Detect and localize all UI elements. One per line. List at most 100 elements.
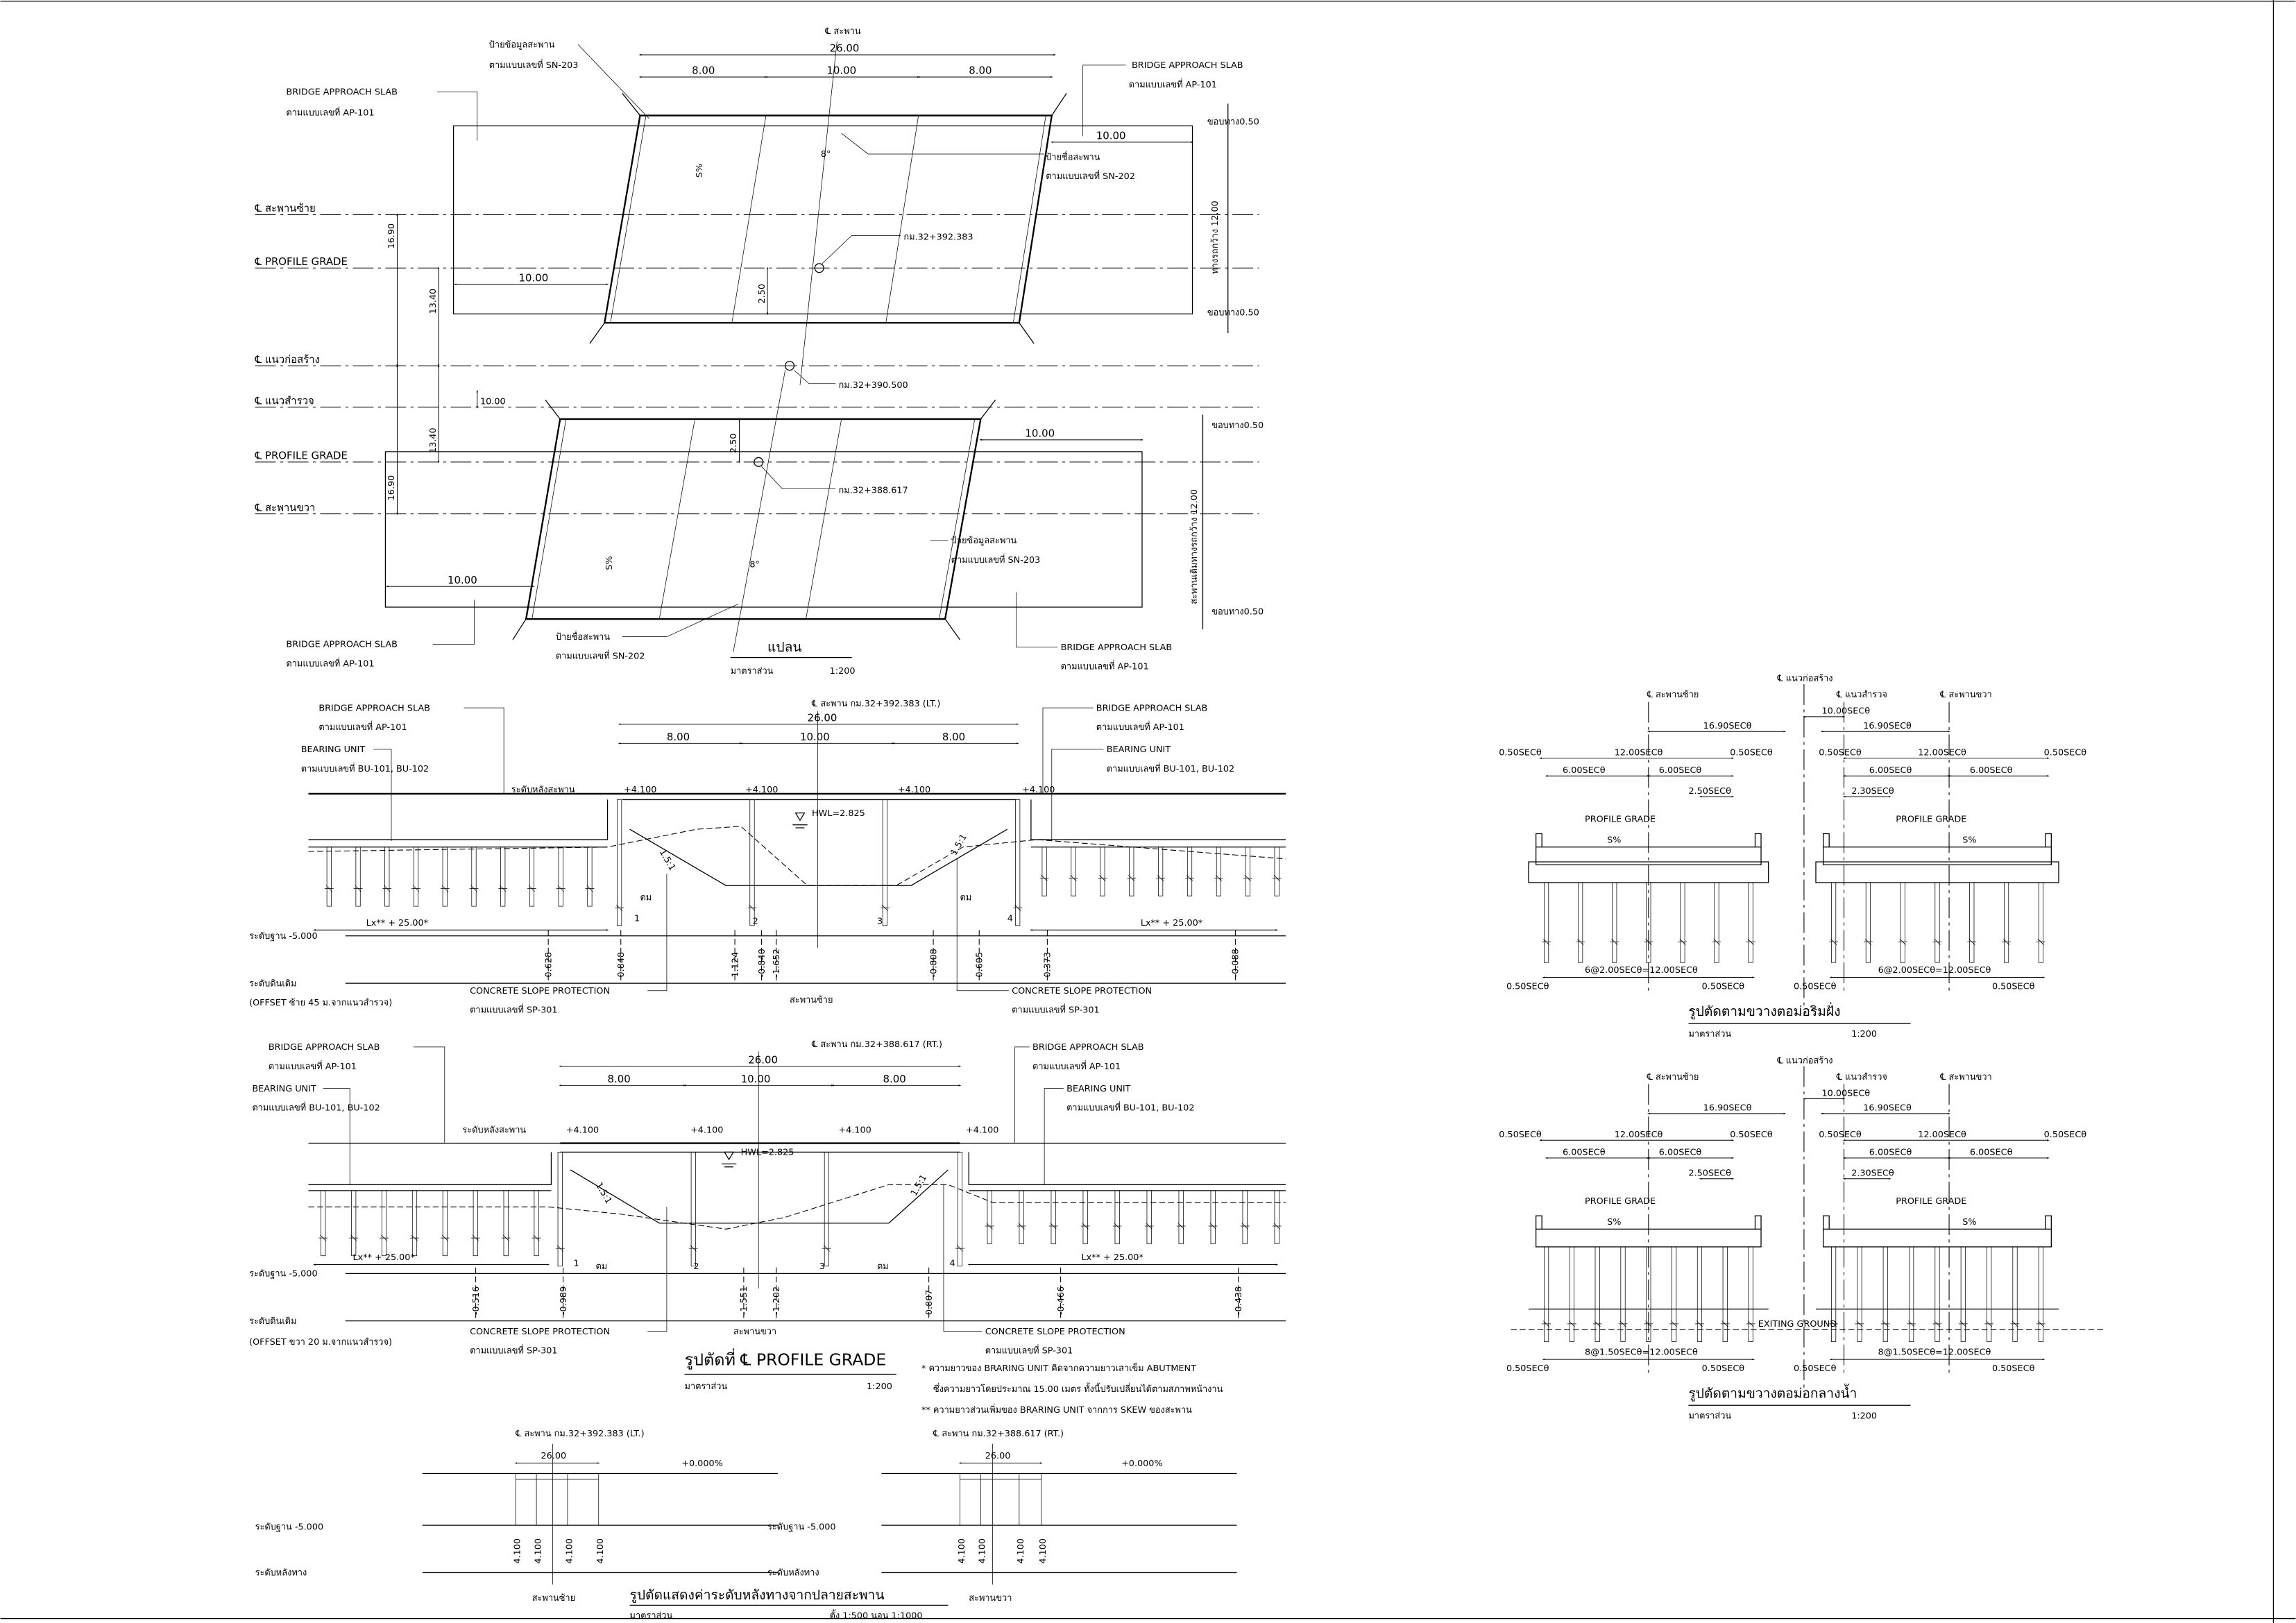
dim-050: 0.50SECθ — [1819, 1130, 1862, 1140]
approach-slab-ref-right: ตามแบบเลขที่ AP-101 — [1032, 1060, 1121, 1072]
dim-169-left: 16.90SECθ — [1703, 1103, 1752, 1114]
pile-splice — [1542, 1320, 1551, 1327]
approach-slab-ref-3: ตามแบบเลขที่ AP-101 — [286, 657, 374, 669]
hwl-label: HWL=2.825 — [812, 808, 865, 819]
existing-ground-label: EXITING GROUND — [1758, 1319, 1837, 1329]
dim-169-right: 16.90SECθ — [1863, 721, 1912, 731]
cl-construction-label: ℄ แนวก่อสร้าง — [1777, 674, 1833, 684]
pile — [882, 799, 887, 926]
slope-label: S% — [1962, 1217, 1976, 1227]
deck-elev-1: +4.100 — [566, 1125, 599, 1136]
left-name: สะพานซ้าย — [532, 1593, 575, 1604]
plan-scale: 1:200 — [830, 666, 856, 677]
ground-elevation-value: -0.808 — [928, 949, 939, 977]
left-dim: 26.00 — [541, 1451, 567, 1461]
support-2: 2 — [693, 1261, 699, 1272]
pile — [1595, 1246, 1600, 1342]
pile-splice — [1880, 1320, 1890, 1327]
dim-050: 0.50SECθ — [1702, 982, 1745, 992]
pile — [557, 1151, 563, 1267]
pile-splice — [1967, 938, 1977, 945]
ground-elevation-value: 0.605 — [974, 952, 985, 978]
support-2: 2 — [753, 917, 758, 927]
approach-slab-ref: ตามแบบเลขที่ AP-101 — [269, 1060, 357, 1072]
dim-span-1: 8.00 — [608, 1073, 631, 1085]
pile-splice — [1185, 875, 1194, 882]
pile — [1748, 1246, 1753, 1342]
pile — [1722, 1246, 1728, 1342]
cross-section-pier: ℄ แนวก่อสร้าง℄ สะพานซ้าย℄ แนวสำรวจ℄ สะพา… — [1499, 1055, 2104, 1421]
pile-splice — [1542, 938, 1551, 945]
pile-splice — [324, 885, 334, 892]
left-val-4: 4.100 — [595, 1538, 606, 1564]
right-val-3: 4.100 — [1016, 1538, 1026, 1564]
datum-label: ระดับฐาน -5.000 — [249, 931, 318, 942]
pile-splice — [1576, 938, 1585, 945]
dim-1690-bottom: 16.90 — [386, 475, 397, 501]
note-1: * ความยาวของ BRARING UNIT คิดจากความยาวเ… — [921, 1362, 1196, 1374]
pile — [1882, 1246, 1888, 1342]
profile-at-ends: ℄ สะพาน กม.32+392.383 (LT.) ℄ สะพาน กม.3… — [255, 1429, 1237, 1622]
dim-span-3: 8.00 — [883, 1073, 905, 1085]
ground-elevation-value: -1.551 — [739, 1286, 749, 1315]
pile-splice — [1669, 1320, 1679, 1327]
pile — [471, 847, 477, 907]
left-road-level: ระดับหลังทาง — [255, 1568, 307, 1579]
elevation-left-bridge: ℄ สะพาน กม.32+392.383 (LT.) 26.00 8.00 1… — [249, 699, 1286, 1016]
cl-construction-label: ℄ แนวก่อสร้าง — [1777, 1055, 1833, 1066]
pile-spacing: 6@2.00SECθ=12.00SECθ — [1585, 965, 1698, 976]
dim-6: 6.00SECθ — [1659, 1148, 1702, 1158]
pile — [824, 1151, 829, 1267]
pile — [1274, 1190, 1279, 1245]
pile — [957, 1151, 963, 1267]
right-datum: ระดับฐาน -5.000 — [767, 1522, 836, 1533]
pile-splice — [1984, 1320, 1994, 1327]
note-2: ซึ่งความยาวโดยประมาณ 15.00 เมตร ทั้งนี้ป… — [933, 1382, 1223, 1395]
pile — [690, 1151, 696, 1267]
pile — [617, 799, 622, 926]
deck-elev-4: +4.100 — [966, 1125, 998, 1136]
pile — [1100, 847, 1105, 897]
left-val-1: 4.100 — [513, 1538, 523, 1564]
support-3: 3 — [877, 917, 883, 927]
pile — [1015, 799, 1021, 926]
section-title: รูปตัดตามขวางตอม่อกลางน้ำ — [1688, 1384, 1857, 1402]
pile — [1216, 847, 1221, 897]
plan-left-bridge — [452, 41, 1193, 385]
pile — [1082, 1190, 1088, 1245]
slope-ratio-right: 1.5:1 — [909, 1173, 929, 1198]
elevation-right-bridge: ℄ สะพาน กม.32+388.617 (RT.) 26.00 8.00 1… — [249, 1039, 1286, 1416]
skew-angle-top: 8° — [821, 149, 831, 160]
dim-span-1: 8.00 — [692, 65, 715, 77]
dim-250-bottom: 2.50 — [729, 434, 739, 454]
dim-050: 0.50SECθ — [2044, 1130, 2087, 1140]
pile — [1672, 1246, 1677, 1342]
profile-title: รูปตัดแสดงค่าระดับหลังทางจากปลายสะพาน — [630, 1587, 885, 1603]
sign-info-ref-2: ตามแบบเลขที่ SN-203 — [951, 554, 1041, 566]
pile — [1178, 1190, 1184, 1245]
pile-splice — [411, 885, 420, 892]
roadway-width-top: ทางรถกว้าง 12.00 — [1210, 201, 1221, 274]
pile-length-left: Lx** + 25.00* — [366, 918, 429, 928]
slope-bottom: S% — [604, 556, 615, 570]
shoulder-bottom: ขอบทาง0.50 — [1207, 308, 1259, 318]
slope-label: S% — [1607, 835, 1621, 845]
left-grade: +0.000% — [681, 1459, 723, 1469]
pile — [1697, 1246, 1703, 1342]
cl-bridge-label: ℄ สะพาน — [824, 26, 861, 37]
bridge-name: สะพานขวา — [733, 1327, 776, 1337]
profile-scale-label: มาตราส่วน — [630, 1611, 673, 1622]
mud-label-right: ตม — [960, 893, 971, 903]
right-val-4: 4.100 — [1038, 1538, 1048, 1564]
ground-elevation-value: -0.088 — [1231, 949, 1241, 977]
dim-169-right: 16.90SECθ — [1863, 1103, 1912, 1114]
dim-050: 0.50SECθ — [1506, 1363, 1549, 1374]
pile — [529, 847, 535, 907]
pile-splice — [527, 885, 536, 892]
pile-splice — [498, 885, 508, 892]
mud-label-left: ตม — [595, 1261, 607, 1272]
sign-info-ref: ตามแบบเลขที่ SN-203 — [489, 59, 579, 71]
dim-050: 0.50SECθ — [1702, 1363, 1745, 1374]
pile-splice — [1240, 1223, 1250, 1230]
pile-splice — [501, 1234, 511, 1241]
